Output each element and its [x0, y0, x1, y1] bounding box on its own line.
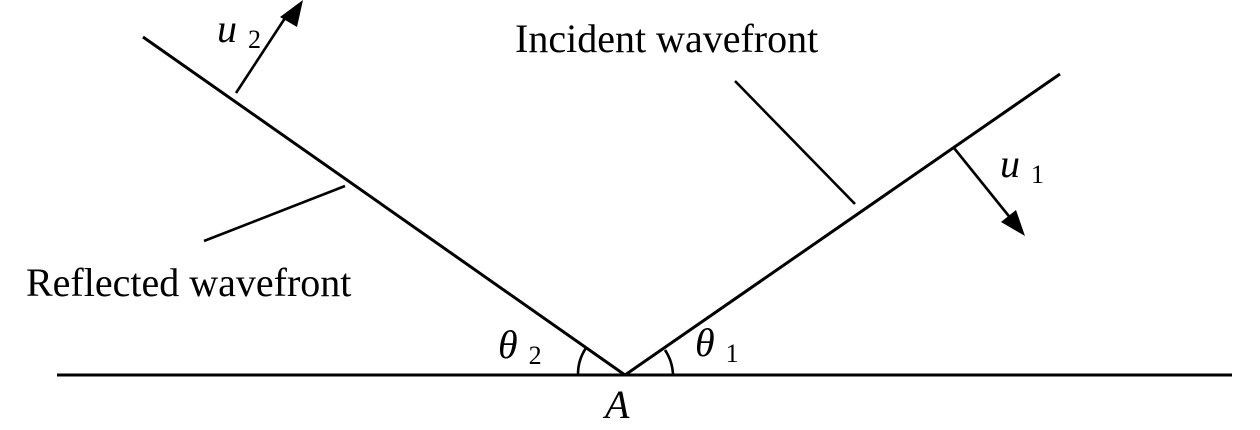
- theta1-label-base: θ: [695, 320, 715, 365]
- theta2-label: θ 2: [498, 322, 542, 370]
- u2-label-subscript: 2: [248, 25, 261, 54]
- u2-label-base: u: [217, 6, 237, 51]
- reflected-wavefront-line: [142, 35, 626, 377]
- u1-label-subscript: 1: [1031, 160, 1044, 189]
- reflected-label-leader: [203, 184, 346, 243]
- reflected-wavefront-label: Reflected wavefront: [26, 260, 351, 305]
- theta1-label: θ 1: [695, 320, 739, 368]
- theta2-label-subscript: 2: [529, 341, 542, 370]
- u1-label: u 1: [1000, 141, 1044, 189]
- incident-wavefront-label: Incident wavefront: [515, 16, 818, 61]
- incident-wavefront-line: [624, 72, 1061, 377]
- incident-label-leader: [734, 80, 856, 205]
- theta2-angle-arc: [576, 347, 588, 376]
- theta1-angle-arc: [663, 349, 675, 376]
- u2-velocity-arrow: [234, 0, 303, 94]
- theta2-label-base: θ: [498, 322, 518, 367]
- point-a-label: A: [602, 382, 630, 427]
- u2-label: u 2: [217, 6, 261, 54]
- u1-label-base: u: [1000, 141, 1020, 186]
- u1-velocity-arrow: [952, 147, 1025, 236]
- theta1-label-subscript: 1: [726, 339, 739, 368]
